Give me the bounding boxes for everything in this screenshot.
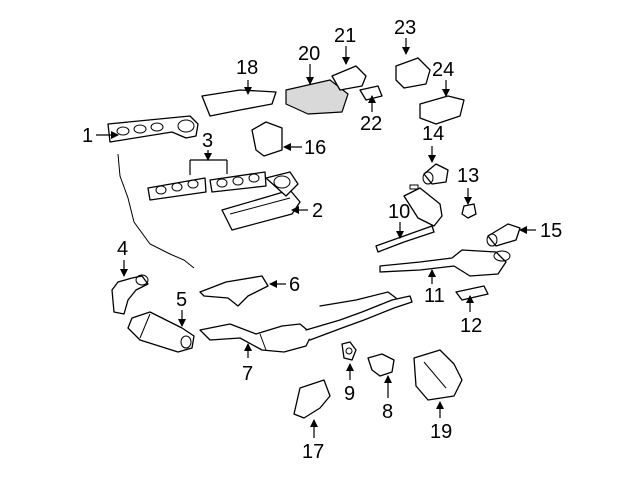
callout-16: 16 [304, 137, 326, 159]
callout-12: 12 [460, 315, 482, 337]
callout-8: 8 [382, 401, 393, 423]
part-9-rubber-hanger[interactable] [341, 341, 357, 361]
part-24-heat-shield[interactable] [419, 95, 465, 125]
callout-2: 2 [312, 200, 323, 222]
callout-21: 21 [334, 25, 356, 47]
part-13-clamp[interactable] [461, 203, 477, 219]
callout-17: 17 [302, 441, 324, 463]
callout-20: 20 [298, 43, 320, 65]
part-12-bracket[interactable] [455, 285, 489, 301]
part-22-bracket[interactable] [359, 85, 383, 101]
part-19-heat-shield[interactable] [413, 349, 463, 401]
callout-11: 11 [424, 285, 445, 307]
part-5-catalytic-converter[interactable] [127, 311, 195, 353]
callout-13: 13 [457, 165, 479, 187]
callout-14: 14 [422, 123, 444, 145]
part-16-heat-shield[interactable] [251, 121, 283, 157]
callout-15: 15 [540, 220, 562, 242]
part-20-heat-shield[interactable] [285, 79, 349, 115]
part-6-heat-shield[interactable] [199, 275, 269, 307]
callout-9: 9 [344, 383, 355, 405]
callout-22: 22 [360, 113, 382, 135]
part-10-rear-muffler[interactable] [375, 184, 443, 253]
part-2-exhaust-manifold[interactable] [221, 171, 301, 231]
part-11-intermediate-pipe[interactable] [379, 249, 511, 277]
callout-23: 23 [394, 17, 416, 39]
part-17-heat-shield[interactable] [293, 379, 331, 419]
callout-4: 4 [117, 238, 128, 260]
part-4-converter-pipe[interactable] [111, 274, 149, 315]
callout-10: 10 [388, 201, 410, 223]
part-14-exhaust-tip[interactable] [422, 163, 449, 185]
oxygen-sensor-wire [117, 153, 195, 269]
callout-7: 7 [242, 363, 253, 385]
part-23-heat-shield[interactable] [395, 57, 431, 89]
part-15-exhaust-tip[interactable] [486, 223, 521, 247]
part-18-heat-shield[interactable] [201, 89, 277, 117]
callout-18: 18 [236, 57, 258, 79]
part-1-exhaust-manifold[interactable] [107, 115, 199, 143]
callout-19: 19 [430, 421, 452, 443]
part-8-mount-bracket[interactable] [367, 353, 395, 377]
callout-1: 1 [82, 125, 93, 147]
callout-24: 24 [432, 59, 454, 81]
leader-3 [189, 150, 228, 175]
callout-3: 3 [202, 130, 213, 152]
part-7-front-pipe[interactable] [199, 291, 413, 353]
callout-6: 6 [289, 274, 300, 296]
part-3-manifold-gaskets[interactable] [147, 171, 267, 201]
callout-5: 5 [176, 289, 187, 311]
part-21-heat-shield[interactable] [331, 65, 367, 91]
